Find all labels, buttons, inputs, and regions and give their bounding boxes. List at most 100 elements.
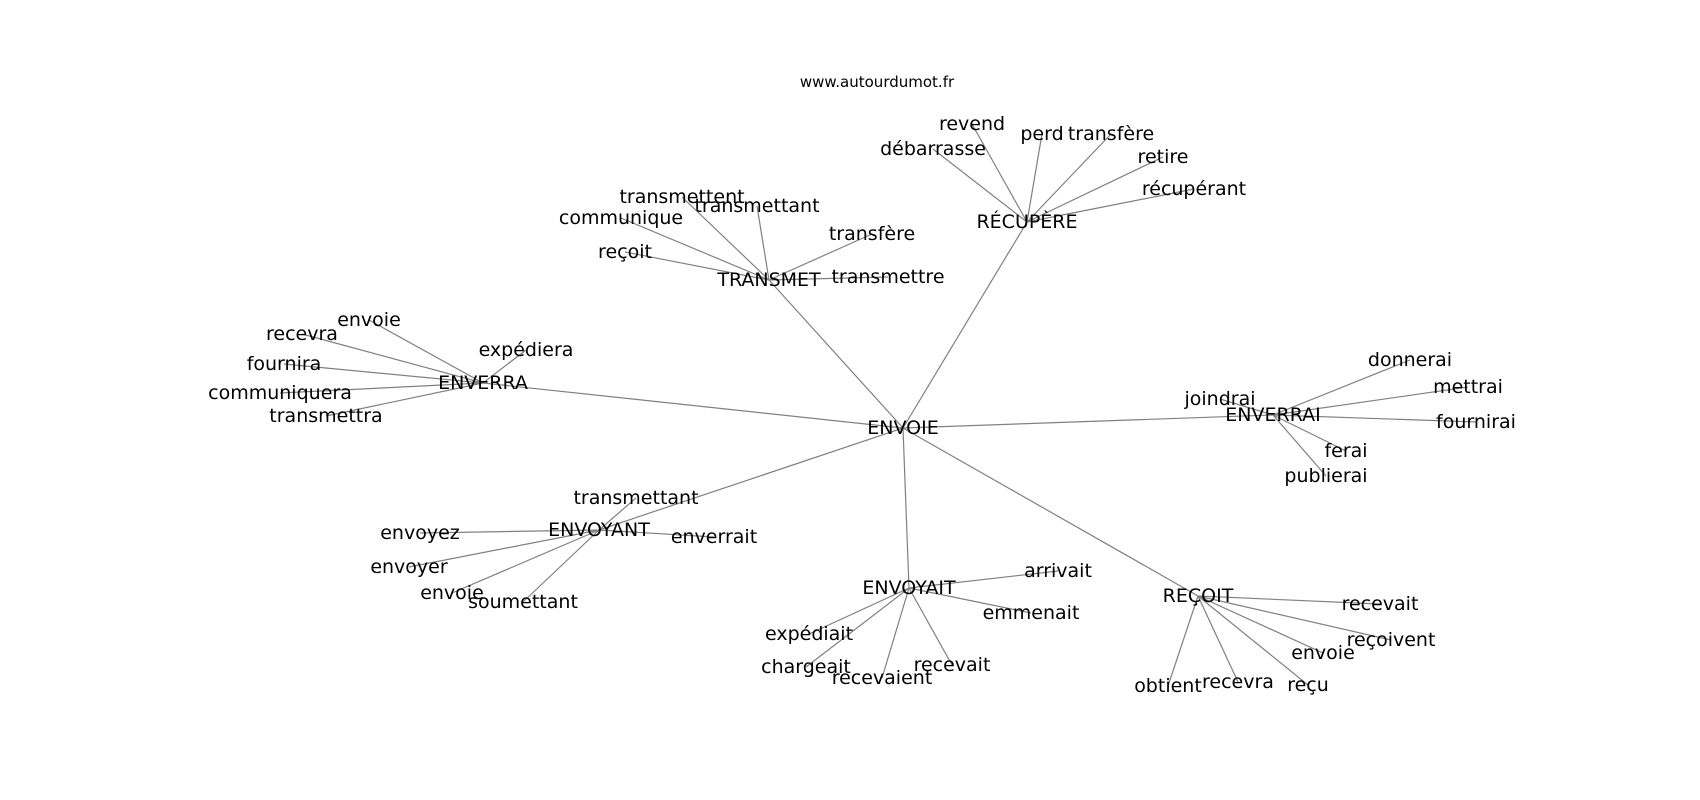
edge-root-recupere xyxy=(902,221,1028,429)
edge-enverra-recevra xyxy=(301,333,484,384)
leaf-node-enverrai-ferai[interactable]: ferai xyxy=(1324,440,1367,462)
edge-enverrai-publierai xyxy=(1272,414,1327,477)
leaf-node-recoit-recevait[interactable]: recevait xyxy=(1342,593,1419,615)
edge-envoyait-expediait xyxy=(808,587,910,635)
leaf-node-envoyant-transmettant[interactable]: transmettant xyxy=(573,487,698,509)
hub-node-recupere[interactable]: RÉCUPÈRE xyxy=(976,210,1077,233)
edge-root-recoit xyxy=(902,427,1199,597)
leaf-node-recoit-recu[interactable]: reçu xyxy=(1287,674,1329,696)
edge-enverra-transmettra xyxy=(325,382,484,417)
edge-transmet-transfere xyxy=(768,233,873,281)
edge-root-transmet xyxy=(768,279,904,429)
edge-enverra-expediera xyxy=(482,349,527,384)
hub-node-envoyait[interactable]: ENVOYAIT xyxy=(862,577,956,599)
edge-recoit-recu xyxy=(1197,595,1309,686)
leaf-node-enverra-fournira[interactable]: fournira xyxy=(247,353,322,375)
leaf-node-recoit-obtient[interactable]: obtient xyxy=(1134,675,1202,697)
leaf-node-enverra-envoie[interactable]: envoie xyxy=(337,309,401,331)
leaf-node-recupere-debarrasse[interactable]: débarrasse xyxy=(880,138,986,160)
edge-root-enverra xyxy=(482,382,904,429)
edge-recupere-retire xyxy=(1026,156,1164,223)
leaf-node-recupere-retire[interactable]: retire xyxy=(1138,146,1189,168)
hub-node-recoit[interactable]: REÇOIT xyxy=(1163,585,1234,607)
edge-transmet-transmettant xyxy=(756,205,770,281)
leaf-node-envoyait-emmenait[interactable]: emmenait xyxy=(983,602,1080,624)
leaf-node-recupere-revend[interactable]: revend xyxy=(939,113,1005,135)
leaf-node-enverra-recevra[interactable]: recevra xyxy=(266,323,338,345)
edge-recupere-perd xyxy=(1026,133,1043,223)
leaf-node-recoit-recoivent[interactable]: reçoivent xyxy=(1347,629,1436,651)
edge-transmet-communique xyxy=(620,217,770,281)
leaf-node-enverrai-mettrai[interactable]: mettrai xyxy=(1433,376,1503,398)
leaf-node-recupere-perd[interactable]: perd xyxy=(1020,123,1063,145)
edge-recoit-recevra xyxy=(1197,595,1239,683)
leaf-node-envoyant-envoyez[interactable]: envoyez xyxy=(380,522,460,544)
leaf-node-recoit-recevra[interactable]: recevra xyxy=(1202,671,1274,693)
edge-recupere-transfere xyxy=(1026,133,1112,223)
leaf-node-transmet-recoit[interactable]: reçoit xyxy=(598,241,652,263)
leaf-node-enverra-communiquera[interactable]: communiquera xyxy=(208,382,352,404)
leaf-node-envoyait-recevaient[interactable]: recevaient xyxy=(832,667,933,689)
leaf-node-enverrai-fournirai[interactable]: fournirai xyxy=(1436,411,1516,433)
edge-envoyait-recevait xyxy=(908,587,953,666)
leaf-node-enverra-transmettra[interactable]: transmettra xyxy=(269,405,382,427)
leaf-node-transmet-communique[interactable]: communique xyxy=(559,207,683,229)
edge-envoyant-transmettant xyxy=(598,497,637,531)
edge-envoyant-envoyer xyxy=(408,529,600,568)
leaf-node-envoyait-chargeait[interactable]: chargeait xyxy=(761,656,851,678)
labels-layer: www.autourdumot.fr ENVOIE RÉCUPÈRE revend d… xyxy=(208,73,1516,697)
edge-recoit-recevait xyxy=(1197,595,1381,605)
edge-root-enverrai xyxy=(902,414,1274,429)
edge-root-envoyant xyxy=(598,427,904,531)
edge-envoyait-arrivait xyxy=(908,570,1059,589)
leaf-node-envoyant-soumettant[interactable]: soumettant xyxy=(468,591,578,613)
leaf-node-recupere-recuperant[interactable]: récupérant xyxy=(1142,178,1246,200)
leaf-node-transmet-transmettant[interactable]: transmettant xyxy=(694,195,819,217)
leaf-node-recoit-envoie[interactable]: envoie xyxy=(1291,642,1355,664)
edge-enverra-fournira xyxy=(283,363,484,384)
edge-transmet-transmettent xyxy=(681,196,770,281)
leaf-node-envoyait-arrivait[interactable]: arrivait xyxy=(1024,560,1092,582)
edge-envoyant-envoie xyxy=(451,529,600,594)
hub-node-transmet[interactable]: TRANSMET xyxy=(716,269,821,291)
leaf-node-transmet-transmettre[interactable]: transmettre xyxy=(831,266,944,288)
leaf-node-envoyait-recevait[interactable]: recevait xyxy=(914,654,991,676)
edge-envoyant-envoyez xyxy=(419,529,600,534)
leaf-node-envoyait-expediait[interactable]: expédiait xyxy=(765,623,853,645)
edges-layer xyxy=(279,123,1477,687)
edge-envoyait-chargeait xyxy=(805,587,910,668)
edge-enverrai-ferai xyxy=(1272,414,1347,452)
edge-recoit-obtient xyxy=(1167,595,1199,687)
leaf-node-enverrai-donnerai[interactable]: donnerai xyxy=(1368,349,1452,371)
leaf-node-transmet-transfere[interactable]: transfère xyxy=(829,223,915,245)
leaf-node-recupere-transfere[interactable]: transfère xyxy=(1068,123,1154,145)
edge-root-envoyait xyxy=(902,427,910,589)
edge-enverrai-joindrai xyxy=(1219,398,1274,416)
leaf-node-transmet-transmettent[interactable]: transmettent xyxy=(619,186,744,208)
edge-recupere-debarrasse xyxy=(932,148,1028,223)
hub-node-enverra[interactable]: ENVERRA xyxy=(438,372,528,394)
edge-recupere-revend xyxy=(971,123,1028,223)
edge-enverra-communiquera xyxy=(279,382,484,394)
leaf-node-envoyant-envoie[interactable]: envoie xyxy=(420,582,484,604)
source-caption: www.autourdumot.fr xyxy=(800,73,955,91)
edge-enverrai-donnerai xyxy=(1272,359,1411,416)
leaf-node-enverra-expediera[interactable]: expédiera xyxy=(479,339,574,361)
leaf-node-envoyant-envoyer[interactable]: envoyer xyxy=(370,556,448,578)
leaf-node-envoyant-enverrait[interactable]: enverrait xyxy=(671,526,757,548)
edge-transmet-recoit xyxy=(624,251,770,281)
edge-envoyait-recevaient xyxy=(881,587,910,679)
edge-enverra-envoie xyxy=(368,319,484,384)
edge-transmet-transmettre xyxy=(768,276,889,281)
leaf-node-enverrai-joindrai[interactable]: joindrai xyxy=(1183,388,1255,410)
root-node-envoie[interactable]: ENVOIE xyxy=(867,417,938,439)
edge-recoit-envoie xyxy=(1197,595,1324,654)
edge-envoyant-enverrait xyxy=(598,529,715,538)
leaf-node-enverrai-publierai[interactable]: publierai xyxy=(1284,465,1367,487)
edge-envoyait-emmenait xyxy=(908,587,1032,614)
hub-node-envoyant[interactable]: ENVOYANT xyxy=(548,519,650,541)
hub-node-enverrai[interactable]: ENVERRAI xyxy=(1225,404,1320,426)
edge-enverrai-mettrai xyxy=(1272,386,1469,416)
